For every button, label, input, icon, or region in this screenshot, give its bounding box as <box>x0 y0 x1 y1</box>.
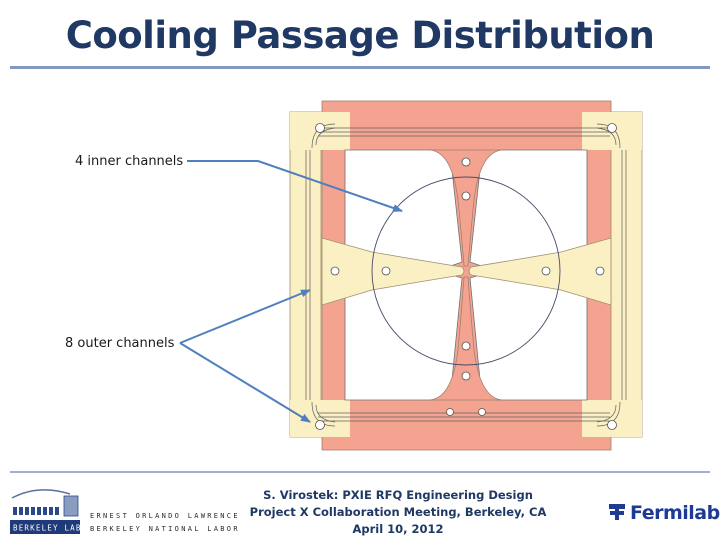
vane-vertical-top <box>429 149 503 267</box>
rfq-cream-band-bottom-right <box>582 400 642 437</box>
outer-channels-label: 8 outer channels <box>65 336 175 351</box>
bolt-hole <box>315 420 325 430</box>
vane-vertical-bottom <box>429 276 503 401</box>
berkeley-lab-wordmark: BERKELEY LAB <box>13 524 82 533</box>
arrow-outer-lower <box>179 342 311 423</box>
lab-name-line-2: BERKELEY NATIONAL LABORATORY <box>90 525 238 533</box>
fermilab-wordmark: Fermilab <box>630 502 720 524</box>
bolt-hole <box>446 408 454 416</box>
bolt-hole <box>607 123 617 133</box>
bolt-hole <box>315 123 325 133</box>
title-divider <box>10 66 710 69</box>
bolt-hole <box>478 408 486 416</box>
bolt-hole <box>607 420 617 430</box>
vane-horizontal <box>321 237 465 306</box>
footer-line-2: Project X Collaboration Meeting, Berkele… <box>249 505 547 519</box>
footer-citation: S. Virostek: PXIE RFQ Engineering Design… <box>230 487 566 538</box>
arrow-inner <box>187 160 403 212</box>
rfq-left-flange <box>289 111 322 438</box>
footer-divider <box>10 471 710 473</box>
cooling-channel-lines <box>305 123 627 427</box>
callout-arrows <box>179 160 403 423</box>
bolt-holes <box>315 123 617 430</box>
footer-line-1: S. Virostek: PXIE RFQ Engineering Design <box>263 488 533 502</box>
berkeley-lab-logo: BERKELEY LAB ERNEST ORLANDO LAWRENCE BER… <box>10 489 238 534</box>
bolt-hole <box>461 191 471 201</box>
bolt-hole <box>330 266 340 276</box>
bolt-hole <box>541 266 551 276</box>
fermilab-icon <box>609 504 625 520</box>
lab-name-line-1: ERNEST ORLANDO LAWRENCE <box>90 512 238 520</box>
bolt-hole <box>461 341 471 351</box>
beam-aperture-circle <box>371 176 561 366</box>
rfq-cream-band-bottom-left <box>290 400 350 437</box>
arrow-outer-upper <box>179 289 311 344</box>
bolt-hole <box>595 266 605 276</box>
bolt-hole <box>381 266 391 276</box>
footer-line-3: April 10, 2012 <box>352 522 444 536</box>
bolt-hole <box>461 157 471 167</box>
inner-channels-label: 4 inner channels <box>75 154 184 169</box>
bolt-hole <box>461 371 471 381</box>
vane-horizontal-right <box>468 237 612 306</box>
slide-title: Cooling Passage Distribution <box>65 14 655 57</box>
rfq-right-flange <box>610 111 643 438</box>
